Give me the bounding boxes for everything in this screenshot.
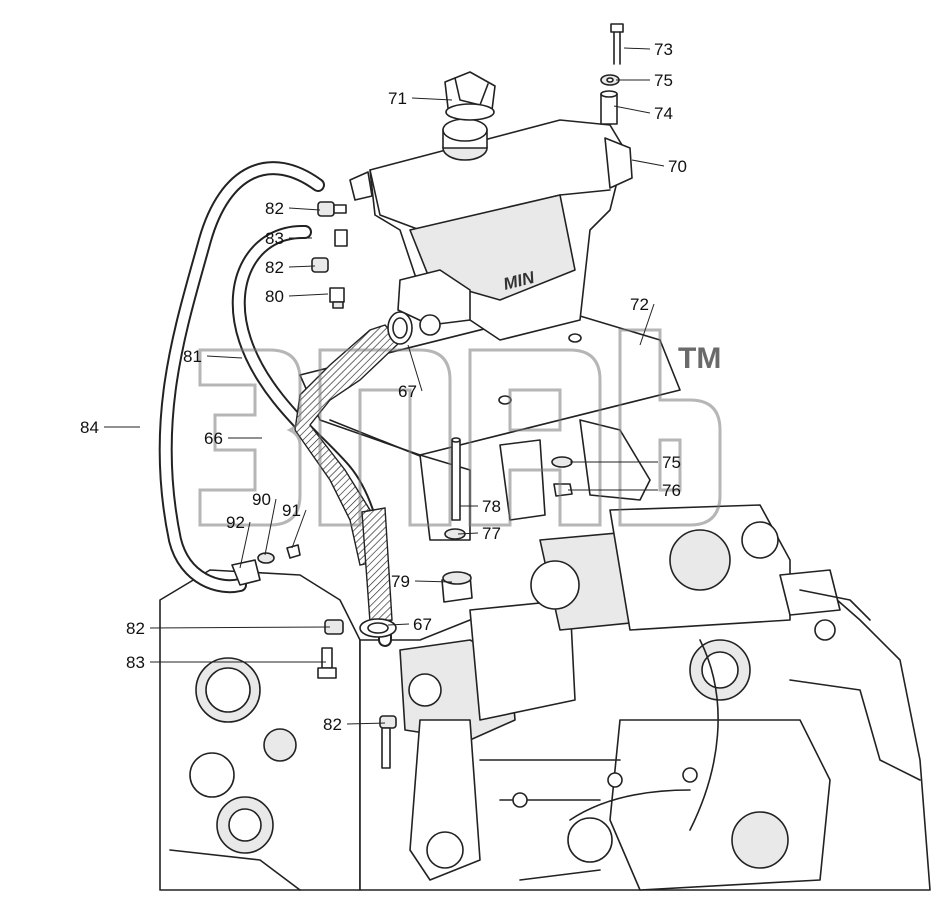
callout-leader <box>411 97 453 101</box>
callout-number: 75 <box>662 453 681 472</box>
callout-74: 74 <box>613 104 673 123</box>
callout-number: 82 <box>126 619 145 638</box>
callout-leader <box>239 521 251 569</box>
callout-leader <box>264 498 277 556</box>
callout-number: 90 <box>252 490 271 509</box>
callout-73: 73 <box>623 40 673 59</box>
callout-number: 67 <box>413 615 432 634</box>
hose-84 <box>158 161 325 594</box>
callout-83: 83 <box>265 229 312 248</box>
filler-cap-71 <box>442 71 496 161</box>
callout-number: 92 <box>226 513 245 532</box>
callout-leader <box>623 47 651 50</box>
callout-79: 79 <box>391 572 453 591</box>
callout-67: 67 <box>398 344 423 401</box>
callout-number: 82 <box>265 258 284 277</box>
callout-75: 75 <box>616 71 673 90</box>
callout-labels: 73 75 74 71 70 82 83 82 80 72 81 67 84 66 75 76 90 91 78 92… <box>80 40 687 734</box>
callout-82: 82 <box>265 258 316 277</box>
callout-83: 83 <box>126 653 326 672</box>
callout-75: 75 <box>570 453 681 472</box>
callout-71: 71 <box>388 89 453 108</box>
callout-number: 81 <box>183 347 202 366</box>
callout-leader <box>206 355 243 359</box>
clamp-67-lower <box>359 618 397 638</box>
callout-number: 78 <box>482 497 501 516</box>
callout-66: 66 <box>204 429 262 448</box>
callout-70: 70 <box>631 157 687 176</box>
callout-leader <box>631 159 665 167</box>
callout-number: 70 <box>668 157 687 176</box>
bracket-92-set <box>231 544 301 586</box>
callout-number: 66 <box>204 429 223 448</box>
callout-92: 92 <box>226 513 251 569</box>
callout-84: 84 <box>80 418 140 437</box>
callout-number: 83 <box>126 653 145 672</box>
coolant-tank-70: MIN <box>349 119 633 341</box>
callout-91: 91 <box>282 501 307 549</box>
callout-number: 82 <box>323 715 342 734</box>
callout-leader <box>346 722 386 725</box>
callout-number: 72 <box>630 295 649 314</box>
callout-number: 80 <box>265 287 284 306</box>
callout-77: 77 <box>457 524 501 543</box>
callout-leader <box>613 105 651 114</box>
watermark: TM <box>198 328 722 527</box>
callout-number: 91 <box>282 501 301 520</box>
callout-leader <box>639 303 655 346</box>
engine-block <box>159 504 931 891</box>
callout-72: 72 <box>630 295 655 346</box>
callout-number: 74 <box>654 104 673 123</box>
callout-leader <box>457 532 479 535</box>
callout-number: 77 <box>482 524 501 543</box>
watermark-trademark: TM <box>678 342 721 375</box>
callout-leader <box>288 265 316 268</box>
callout-81: 81 <box>183 347 243 366</box>
callout-number: 79 <box>391 572 410 591</box>
callout-leader <box>387 623 410 626</box>
callout-80: 80 <box>265 287 329 306</box>
callout-90: 90 <box>252 490 277 556</box>
callout-number: 67 <box>398 382 417 401</box>
clamp-67-upper <box>387 311 413 345</box>
fittings-upper <box>311 201 348 309</box>
callout-number: 71 <box>388 89 407 108</box>
callout-leader <box>414 580 453 583</box>
callout-number: 75 <box>654 71 673 90</box>
callout-leader <box>291 509 307 549</box>
callout-82: 82 <box>323 715 386 734</box>
callout-number: 82 <box>265 199 284 218</box>
callout-76: 76 <box>568 481 681 500</box>
callout-number: 73 <box>654 40 673 59</box>
callout-number: 76 <box>662 481 681 500</box>
callout-82: 82 <box>126 619 331 638</box>
callout-leader <box>288 207 321 211</box>
callout-67: 67 <box>387 615 432 634</box>
callout-leader <box>288 293 329 297</box>
callout-leader <box>407 344 423 392</box>
fittings-lower <box>317 619 397 769</box>
callout-78: 78 <box>460 497 501 516</box>
callout-number: 84 <box>80 418 99 437</box>
callout-number: 83 <box>265 229 284 248</box>
bolt-stack <box>600 23 624 125</box>
callout-leader <box>149 626 331 629</box>
callout-82: 82 <box>265 199 321 218</box>
